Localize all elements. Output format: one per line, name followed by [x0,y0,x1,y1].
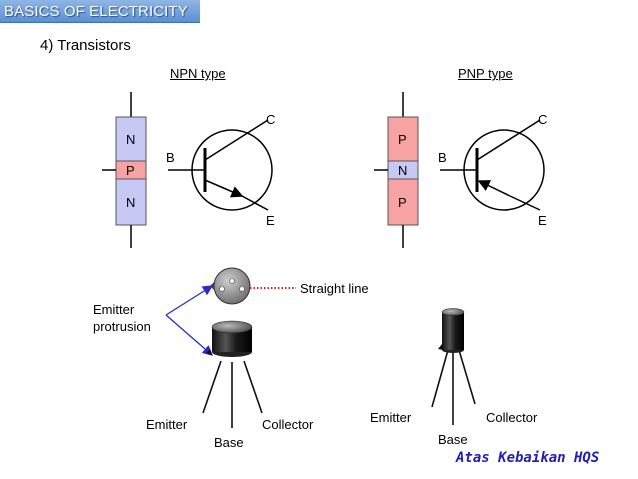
npn-layer-1-label: N [126,132,135,147]
slide-title: BASICS OF ELECTRICITY [4,3,188,20]
npn-emitter-label: E [266,213,275,228]
pnp-layer-stack [374,92,419,248]
pnp-layer-3-label: P [398,195,407,210]
right-pin-emitter [431,349,449,408]
pnp-layer-bottom [387,178,419,226]
pnp-layer-1-label: P [398,132,407,147]
npn-collector-label: C [266,112,275,127]
npn-layer-2-label: P [126,163,135,178]
pnp-collector-label: C [538,112,547,127]
right-base-label: Base [438,432,468,447]
pnp-type-label: PNP type [458,66,513,81]
pnp-emitter-label: E [538,213,547,228]
npn-base-label: B [166,150,175,165]
metal-can-transistor [202,320,263,428]
right-emitter-label: Emitter [370,410,412,425]
left-collector-label: Collector [262,417,314,432]
pnp-symbol [440,119,545,211]
right-pin-collector [458,349,476,405]
npn-symbol [168,119,273,211]
title-bar: BASICS OF ELECTRICITY [0,0,200,23]
pnp-base-label: B [438,150,447,165]
small-signal-transistor [431,308,476,425]
npn-type-label: NPN type [170,66,226,81]
straight-line-label: Straight line [300,281,369,296]
npn-layer-stack [102,92,147,248]
npn-layer-3-label: N [126,195,135,210]
emitter-protrusion-line1: Emitter [93,302,135,317]
pnp-layer-top [387,116,419,162]
left-pin-collector [243,360,263,414]
credit-text: Atas Kebaikan HQS [456,450,600,466]
package-top-view [210,267,251,305]
left-emitter-label: Emitter [146,417,188,432]
left-pin-emitter [202,360,222,414]
pnp-layer-2-label: N [398,163,407,178]
left-base-label: Base [214,435,244,450]
emitter-protrusion-line2: protrusion [93,319,151,334]
right-collector-label: Collector [486,410,538,425]
emitter-protrusion-arrows [165,285,214,356]
npn-layer-bottom [115,178,147,226]
section-heading: 4) Transistors [40,37,131,54]
